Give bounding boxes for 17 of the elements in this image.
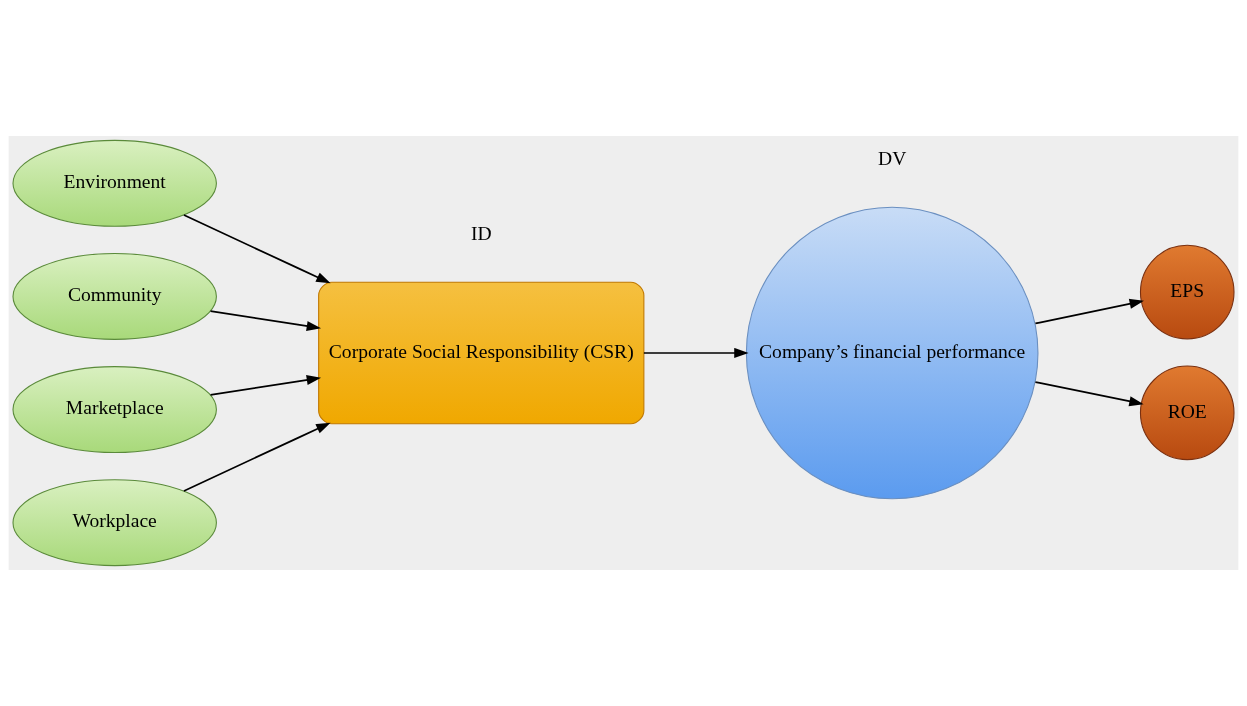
node-circle: ROE: [1139, 365, 1235, 461]
node-ellipse: Marketplace: [12, 366, 217, 454]
arrow: [183, 422, 331, 492]
arrow: [643, 347, 749, 359]
arrow: [209, 310, 322, 332]
arrow: [183, 214, 331, 284]
node-ellipse: Environment: [12, 139, 217, 227]
arrow: [1034, 298, 1144, 325]
node-ellipse: Community: [12, 252, 217, 340]
label: ID: [470, 223, 492, 245]
node-circle: EPS: [1139, 244, 1235, 340]
label: DV: [878, 148, 907, 170]
node-circle: Company’s financial performance: [745, 206, 1039, 500]
arrow: [209, 374, 322, 396]
node-box: Corporate Social Responsibility (CSR): [318, 281, 645, 425]
node-ellipse: Workplace: [12, 479, 217, 567]
arrow: [1034, 381, 1144, 407]
